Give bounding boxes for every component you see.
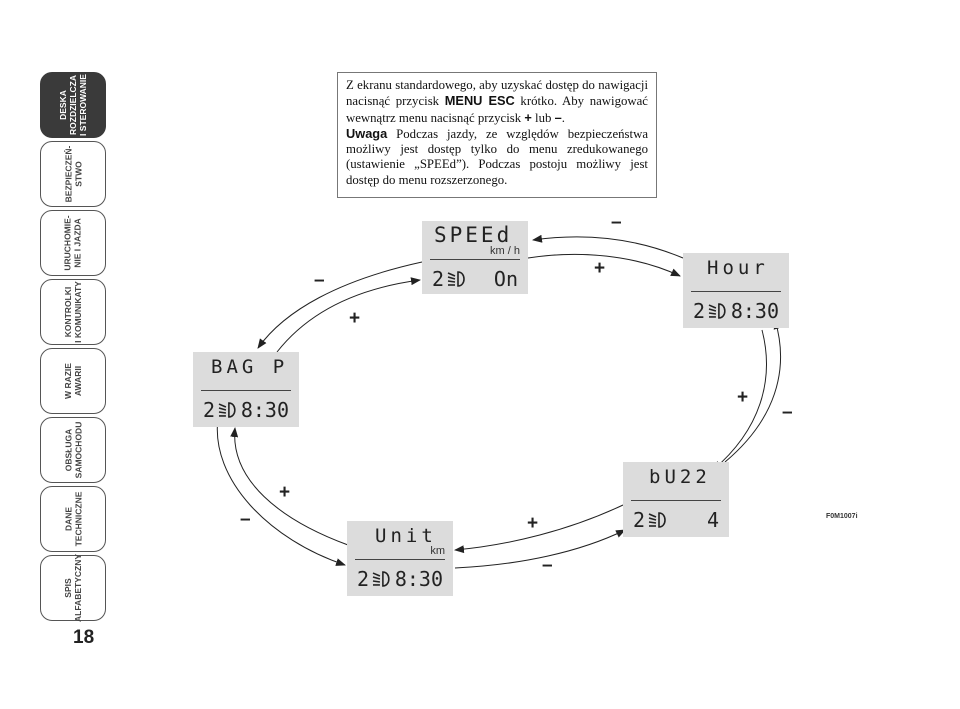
- figure-code: F0M1007i: [826, 513, 858, 520]
- arrow-unit-to-buzz: [454, 529, 626, 569]
- display-number: 2: [432, 267, 445, 291]
- display-top-text: BAG P: [211, 356, 289, 378]
- minus-sign: –: [782, 402, 793, 423]
- display-number: 2: [633, 508, 646, 532]
- display-bag: BAG P 2 8:30: [193, 352, 299, 427]
- tab-spis-alfabetyczny[interactable]: SPIS ALFABETYCZNY: [40, 554, 106, 622]
- arrow-buzz-to-hour: [724, 319, 782, 463]
- display-top-text: Hour: [707, 257, 769, 279]
- tab-obsluga[interactable]: OBSŁUGA SAMOCHODU: [40, 417, 106, 483]
- tab-w-razie-awarii[interactable]: W RAZIE AWARII: [40, 348, 106, 414]
- display-buzz: bU22 2 4: [623, 462, 729, 537]
- plus-sign: +: [594, 258, 606, 279]
- display-divider: [201, 390, 291, 391]
- uwaga-label: Uwaga: [346, 125, 388, 141]
- arrow-unit-to-bag: [230, 427, 349, 546]
- minus-sign: –: [611, 212, 622, 233]
- display-number: 2: [357, 567, 370, 591]
- display-number: 2: [203, 398, 216, 422]
- minus-sign: –: [314, 270, 325, 291]
- minus-label: –: [554, 109, 562, 125]
- tab-deska-rozdzielcza[interactable]: DESKA ROZDZIELCZA I STEROWANIE: [40, 72, 106, 138]
- display-speed: SPEEd km / h 2 On: [422, 221, 528, 294]
- arrow-bag-to-speed: [276, 277, 421, 353]
- headlight-icon: [218, 402, 236, 418]
- headlight-icon: [372, 571, 390, 587]
- plus-sign: +: [279, 482, 291, 503]
- arrow-hour-to-buzz: [712, 329, 767, 471]
- display-value: 8:30: [730, 299, 779, 323]
- page-number: 18: [73, 627, 95, 648]
- display-divider: [355, 559, 445, 560]
- tab-bezpieczenstwo[interactable]: BEZPIECZEŃ- STWO: [40, 141, 106, 207]
- display-unit: km / h: [490, 245, 520, 257]
- text-part: Podczas jazdy, ze względów bezpieczeństw…: [346, 126, 648, 187]
- plus-sign: +: [737, 387, 749, 408]
- headlight-icon: [708, 303, 726, 319]
- display-top-text: Unit: [375, 525, 437, 547]
- display-unit: Unit km 2 8:30: [347, 521, 453, 596]
- plus-label: +: [524, 109, 532, 125]
- menu-esc-label: MENU ESC: [444, 93, 515, 109]
- text-part: .: [561, 110, 565, 125]
- display-top-text: bU22: [649, 466, 711, 488]
- text-part: krótko. Aby nawigować wewnątrz menu naci…: [346, 94, 648, 125]
- text-part: lub: [531, 110, 555, 125]
- display-hour: Hour 2 8:30: [683, 253, 789, 328]
- headlight-icon: [648, 512, 666, 528]
- arrow-speed-to-hour: [527, 253, 681, 277]
- headlight-icon: [447, 271, 465, 287]
- display-value: 4: [706, 508, 719, 532]
- display-divider: [430, 259, 520, 260]
- display-divider: [691, 291, 781, 292]
- display-number: 2: [693, 299, 706, 323]
- plus-sign: +: [527, 513, 539, 534]
- arrow-buzz-to-unit: [454, 504, 624, 554]
- display-value: 8:30: [240, 398, 289, 422]
- tab-uruchomienie[interactable]: URUCHOMIE- NIE I JAZDA: [40, 210, 106, 276]
- arrow-hour-to-speed: [532, 234, 684, 259]
- display-top-text: SPEEd: [434, 223, 513, 247]
- display-unit-label: km: [430, 545, 445, 557]
- display-value: 8:30: [394, 567, 443, 591]
- arrow-speed-to-bag: [257, 261, 423, 349]
- arrow-bag-to-unit: [216, 417, 346, 566]
- text-part: Z ekranu standardowego, aby uzyskać dost…: [346, 78, 648, 109]
- instruction-textbox: Z ekranu standardowego, aby uzyskać dost…: [337, 72, 657, 198]
- tab-kontrolki[interactable]: KONTROLKI I KOMUNIKATY: [40, 279, 106, 345]
- display-value: On: [493, 267, 518, 291]
- minus-sign: –: [542, 555, 553, 576]
- tab-dane-techniczne[interactable]: DANE TECHNICZNE: [40, 486, 106, 552]
- plus-sign: +: [349, 308, 361, 329]
- display-divider: [631, 500, 721, 501]
- minus-sign: –: [240, 509, 251, 530]
